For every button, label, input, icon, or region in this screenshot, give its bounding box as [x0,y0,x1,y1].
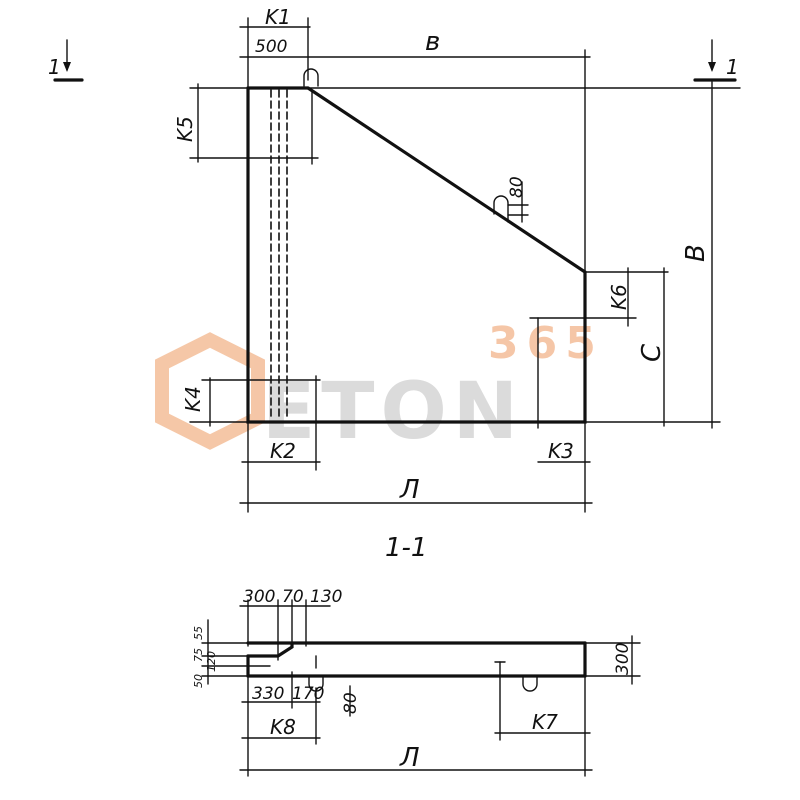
dim-k4: K4 [181,386,205,412]
dim-170: 170 [292,684,324,704]
dim-hook-80: 80 [507,176,527,198]
dim-55: 55 [192,626,205,640]
watermark-number: 365 [488,318,604,369]
section-view: 300 70 130 55 75 120 50 300 330 170 80 K… [192,587,641,777]
dim-thickness-300: 300 [613,643,633,675]
section-title: 1-1 [385,533,427,563]
watermark: 365 ETON [155,318,604,457]
section-marker-right: 1 [693,39,739,82]
dim-k3: K3 [548,439,574,463]
reinforcement-lines [270,89,288,421]
watermark-hexagon-icon [155,332,265,450]
svg-text:1: 1 [48,55,61,79]
dim-c: C [637,343,667,362]
panel-outline [246,86,587,424]
dim-130: 130 [310,587,342,607]
section-marker-left: 1 [48,39,84,82]
dim-k1: K1 [265,5,291,29]
dim-500: 500 [255,37,287,57]
dim-length-section: Л [399,743,420,773]
lifting-loop-diagonal [493,195,509,223]
dim-overall-height: В [681,244,711,262]
dim-k8: K8 [270,715,296,739]
elevation-view: 1 1 K1 500 в [48,5,741,513]
lifting-loop-top [303,68,319,87]
dim-length: Л [399,475,420,505]
dim-b-width: в [425,27,440,57]
watermark-word: ETON [262,367,524,457]
dim-k2: K2 [270,439,296,463]
dim-k5: K5 [173,116,197,142]
panel-diagonal-edge [306,86,587,274]
dim-330: 330 [252,684,284,704]
dim-hook-80-section: 80 [341,692,361,714]
svg-text:1: 1 [726,55,739,79]
dim-120: 120 [205,651,218,672]
dim-75: 75 [192,648,205,662]
dim-70: 70 [282,587,304,607]
dim-50: 50 [192,674,205,688]
section-loop-right [522,675,538,692]
dim-300-top: 300 [243,587,275,607]
dim-k7: K7 [532,710,558,734]
dim-k6: K6 [607,284,631,310]
